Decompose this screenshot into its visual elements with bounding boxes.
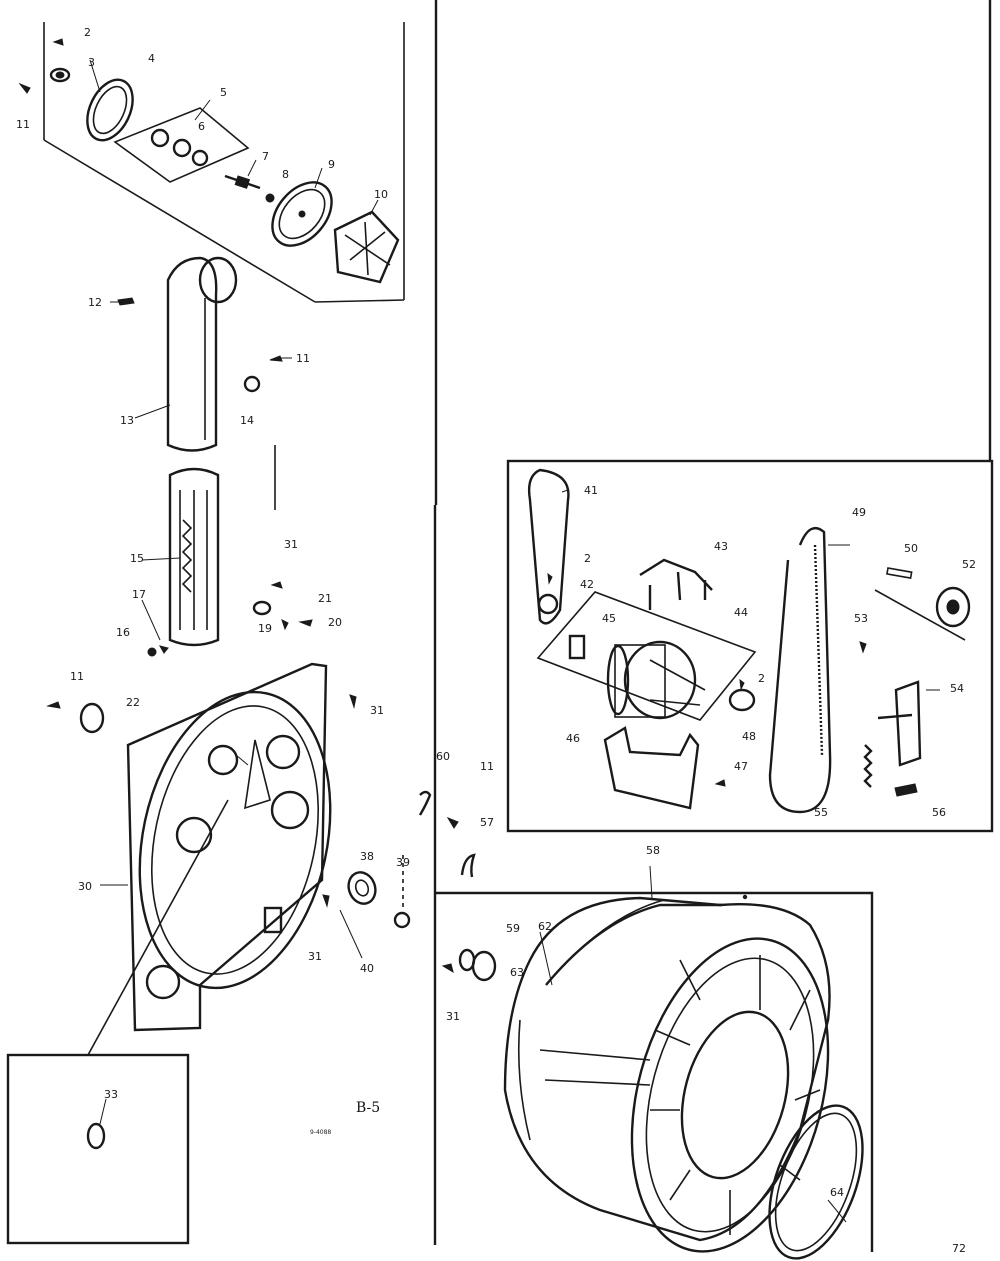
label-part-17: 17	[132, 588, 146, 601]
label-part-49: 49	[852, 506, 866, 519]
label-part-15: 15	[130, 552, 144, 565]
label-part-62: 62	[538, 920, 552, 933]
label-part-13: 13	[120, 414, 134, 427]
bearing-parts	[347, 790, 476, 929]
part-labels: 2 3 4 11 5 6 7 8 9 10 12 11 13 14 15 31 …	[16, 26, 976, 1199]
label-part-33: 33	[104, 1088, 118, 1101]
label-part-31-b: 31	[370, 704, 384, 717]
label-part-43: 43	[714, 540, 728, 553]
drum-assembly	[441, 896, 864, 1260]
label-part-22: 22	[126, 696, 140, 709]
label-part-11-top: 11	[16, 118, 30, 131]
label-part-47: 47	[734, 760, 748, 773]
label-part-52: 52	[962, 558, 976, 571]
rear-bulkhead	[46, 662, 357, 1032]
label-part-44: 44	[734, 606, 748, 619]
label-part-3: 3	[88, 56, 95, 69]
corner-mark: 72	[952, 1242, 966, 1255]
label-part-2-motor: 2	[758, 672, 765, 685]
label-part-19: 19	[258, 622, 272, 635]
leader-lines	[89, 59, 940, 1223]
label-part-4: 4	[148, 52, 155, 65]
label-part-11-mid: 11	[296, 352, 310, 365]
label-part-9: 9	[328, 158, 335, 171]
label-part-54: 54	[950, 682, 964, 695]
label-part-53: 53	[854, 612, 868, 625]
motor-panel-parts	[527, 468, 971, 900]
drum-panel-frame	[435, 891, 874, 1252]
label-part-60: 60	[436, 750, 450, 763]
page-code: 9-4088	[310, 1129, 331, 1136]
label-part-39: 39	[396, 856, 410, 869]
label-part-64: 64	[830, 1186, 844, 1199]
label-part-38: 38	[360, 850, 374, 863]
part-33-ring	[86, 1122, 106, 1150]
label-part-2-belt: 2	[584, 552, 591, 565]
label-part-7: 7	[262, 150, 269, 163]
motor-panel-frame	[506, 459, 994, 833]
label-part-8: 8	[282, 168, 289, 181]
label-part-20: 20	[328, 616, 342, 629]
label-part-30: 30	[78, 880, 92, 893]
label-part-50: 50	[904, 542, 918, 555]
label-part-11-left: 11	[70, 670, 84, 683]
label-part-31-c: 31	[308, 950, 322, 963]
label-part-45: 45	[602, 612, 616, 625]
label-part-63: 63	[510, 966, 524, 979]
frame-lines	[43, 0, 992, 1245]
top-assembly	[18, 38, 400, 284]
label-part-48: 48	[742, 730, 756, 743]
label-part-46: 46	[566, 732, 580, 745]
label-part-16: 16	[116, 626, 130, 639]
label-part-41: 41	[584, 484, 598, 497]
label-part-42: 42	[580, 578, 594, 591]
label-part-2-top: 2	[84, 26, 91, 39]
label-part-40: 40	[360, 962, 374, 975]
label-part-55: 55	[814, 806, 828, 819]
label-part-6: 6	[198, 120, 205, 133]
label-part-5: 5	[220, 86, 227, 99]
label-part-31-d: 31	[446, 1010, 460, 1023]
label-part-56: 56	[932, 806, 946, 819]
label-part-59: 59	[506, 922, 520, 935]
label-part-11-right: 11	[480, 760, 494, 773]
label-part-12: 12	[88, 296, 102, 309]
label-part-10: 10	[374, 188, 388, 201]
label-part-31-a: 31	[284, 538, 298, 551]
page-label: B-5	[356, 1100, 380, 1116]
label-part-14: 14	[240, 414, 254, 427]
label-part-57: 57	[480, 816, 494, 829]
duct-heater	[117, 256, 313, 657]
label-part-21: 21	[318, 592, 332, 605]
inset-box	[6, 1053, 190, 1245]
label-part-58: 58	[646, 844, 660, 857]
